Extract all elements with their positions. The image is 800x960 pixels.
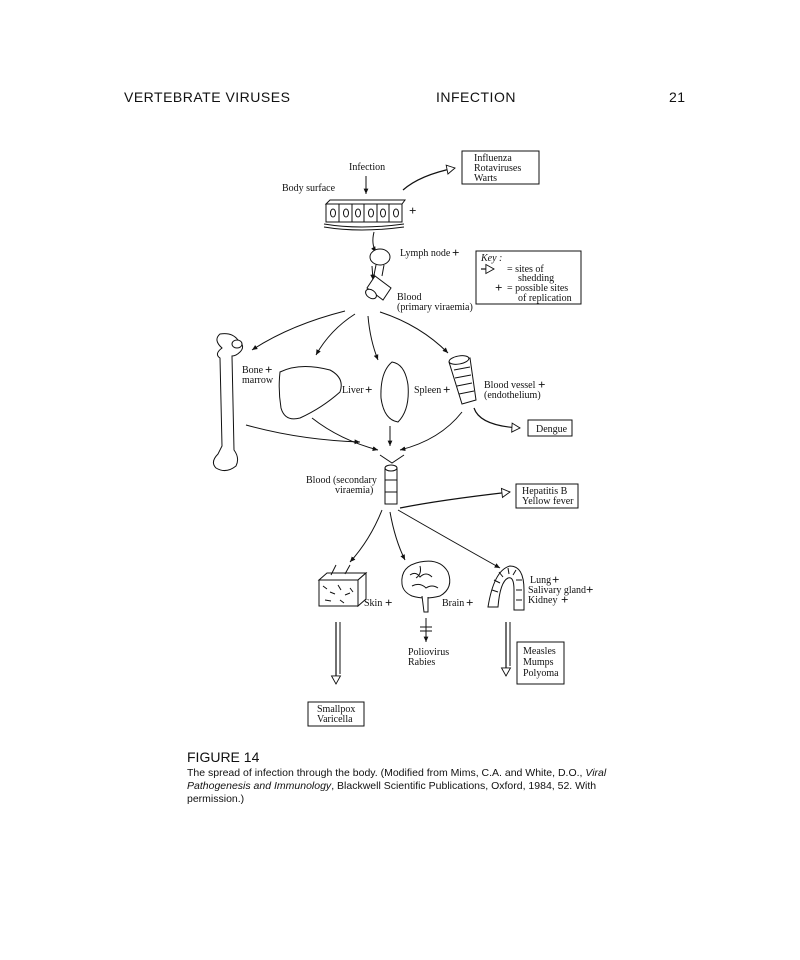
box-skin-viruses: Smallpox Varicella xyxy=(307,701,365,727)
arrow-to-blood-vessel xyxy=(379,311,449,354)
legend-key-box: Key : = sites of shedding + = possible s… xyxy=(475,250,582,305)
figure-caption-title: FIGURE 14 xyxy=(187,749,260,765)
label-liver: Liver xyxy=(342,385,364,396)
blood-vessel-primary-icon xyxy=(365,275,392,301)
svg-text:Yellow fever: Yellow fever xyxy=(522,496,574,507)
svg-text:shedding: shedding xyxy=(518,273,554,284)
plus-lymph-node: + xyxy=(452,245,459,260)
shedding-arrow-surface xyxy=(402,164,456,191)
label-blood-secondary-sub: viraemia) xyxy=(335,485,373,496)
label-blood-primary: Blood xyxy=(397,292,421,303)
plus-kidney: + xyxy=(561,592,568,607)
box-respiratory-viruses: Measles Mumps Polyoma xyxy=(516,641,565,685)
svg-text:Warts: Warts xyxy=(474,173,497,184)
spleen-icon xyxy=(380,361,409,423)
arrow-vessel-to-blood xyxy=(399,411,463,452)
plus-blood-vessel: + xyxy=(538,377,545,392)
label-bone: Bone xyxy=(242,365,264,376)
caption-italic-title: Viral Pathogenesis and Immunology xyxy=(187,767,607,792)
svg-text:Smallpox: Smallpox xyxy=(317,704,355,715)
running-header-center: INFECTION xyxy=(436,89,516,105)
label-poliovirus: Poliovirus xyxy=(408,647,449,658)
brain-icon xyxy=(401,560,451,613)
plus-skin: + xyxy=(385,595,392,610)
box-dengue: Dengue xyxy=(527,419,573,437)
label-blood-vessel: Blood vessel xyxy=(484,380,536,391)
liver-icon xyxy=(278,366,342,420)
plus-bone: + xyxy=(265,362,272,377)
arrow-bone-to-blood xyxy=(245,424,361,445)
label-skin: Skin xyxy=(364,598,382,609)
label-body-surface: Body surface xyxy=(282,183,336,194)
body-surface-cells-icon xyxy=(323,199,406,231)
label-infection: Infection xyxy=(349,162,385,173)
svg-text:Varicella: Varicella xyxy=(317,714,353,725)
label-brain: Brain xyxy=(442,598,464,609)
blood-vessel-endothelium-icon xyxy=(448,355,477,405)
label-blood-primary-sub: (primary viraemia) xyxy=(397,302,473,313)
svg-text:= possible sites: = possible sites xyxy=(507,283,568,294)
shedding-arrow-hepatitis xyxy=(399,487,511,509)
svg-text:Rotaviruses: Rotaviruses xyxy=(474,163,521,174)
svg-text:Key :: Key : xyxy=(480,253,502,264)
arrow-to-lymph xyxy=(371,231,377,253)
svg-text:Mumps: Mumps xyxy=(523,657,554,668)
running-header-left: VERTEBRATE VIRUSES xyxy=(124,89,291,105)
plus-brain: + xyxy=(466,595,473,610)
label-endothelium: (endothelium) xyxy=(484,390,541,401)
label-kidney: Kidney xyxy=(528,595,557,606)
label-blood-secondary: Blood (secondary xyxy=(306,475,377,486)
page-number: 21 xyxy=(669,89,686,105)
figure-caption-text: The spread of infection through the body… xyxy=(187,767,642,806)
lymph-node-icon xyxy=(369,248,391,277)
skin-block-icon xyxy=(317,564,368,608)
shedding-arrow-dengue xyxy=(473,407,521,433)
plus-salivary: + xyxy=(586,582,593,597)
plus-liver: + xyxy=(365,382,372,397)
caption-text-part-2: , Blackwell Scientific Publications, Oxf… xyxy=(187,780,597,805)
arrow-to-bone xyxy=(251,310,346,351)
svg-text:Polyoma: Polyoma xyxy=(523,668,559,679)
respiratory-tract-icon xyxy=(487,565,525,611)
svg-text:Hepatitis B: Hepatitis B xyxy=(522,486,568,497)
svg-text:Dengue: Dengue xyxy=(536,424,568,435)
arrow-lymph-to-blood xyxy=(370,265,376,281)
label-marrow: marrow xyxy=(242,375,274,386)
arrow-liver-to-blood xyxy=(311,417,379,451)
svg-text:+: + xyxy=(495,280,502,295)
svg-text:of replication: of replication xyxy=(518,293,572,304)
label-lung: Lung xyxy=(530,575,551,586)
arrow-to-brain xyxy=(389,511,406,561)
svg-text:= sites of: = sites of xyxy=(507,264,544,275)
label-salivary: Salivary gland xyxy=(528,585,586,596)
caption-text-part-1: The spread of infection through the body… xyxy=(187,767,586,779)
plus-body-surface: + xyxy=(409,203,416,218)
label-rabies: Rabies xyxy=(408,657,435,668)
box-hepatitis: Hepatitis B Yellow fever xyxy=(515,483,579,509)
blood-vessel-secondary-icon xyxy=(384,464,398,505)
arrow-to-lung xyxy=(397,509,501,569)
plus-lung: + xyxy=(552,572,559,587)
arrow-to-liver xyxy=(315,313,356,356)
label-spleen: Spleen xyxy=(414,385,441,396)
convergence-lines xyxy=(379,454,405,464)
arrow-to-spleen xyxy=(367,315,379,361)
box-surface-viruses: Influenza Rotaviruses Warts xyxy=(461,150,540,185)
arrow-to-skin xyxy=(349,509,383,563)
bone-icon xyxy=(212,333,244,472)
svg-text:Measles: Measles xyxy=(523,646,556,657)
plus-spleen: + xyxy=(443,382,450,397)
label-lymph-node: Lymph node xyxy=(400,248,451,259)
svg-text:Influenza: Influenza xyxy=(474,153,512,164)
